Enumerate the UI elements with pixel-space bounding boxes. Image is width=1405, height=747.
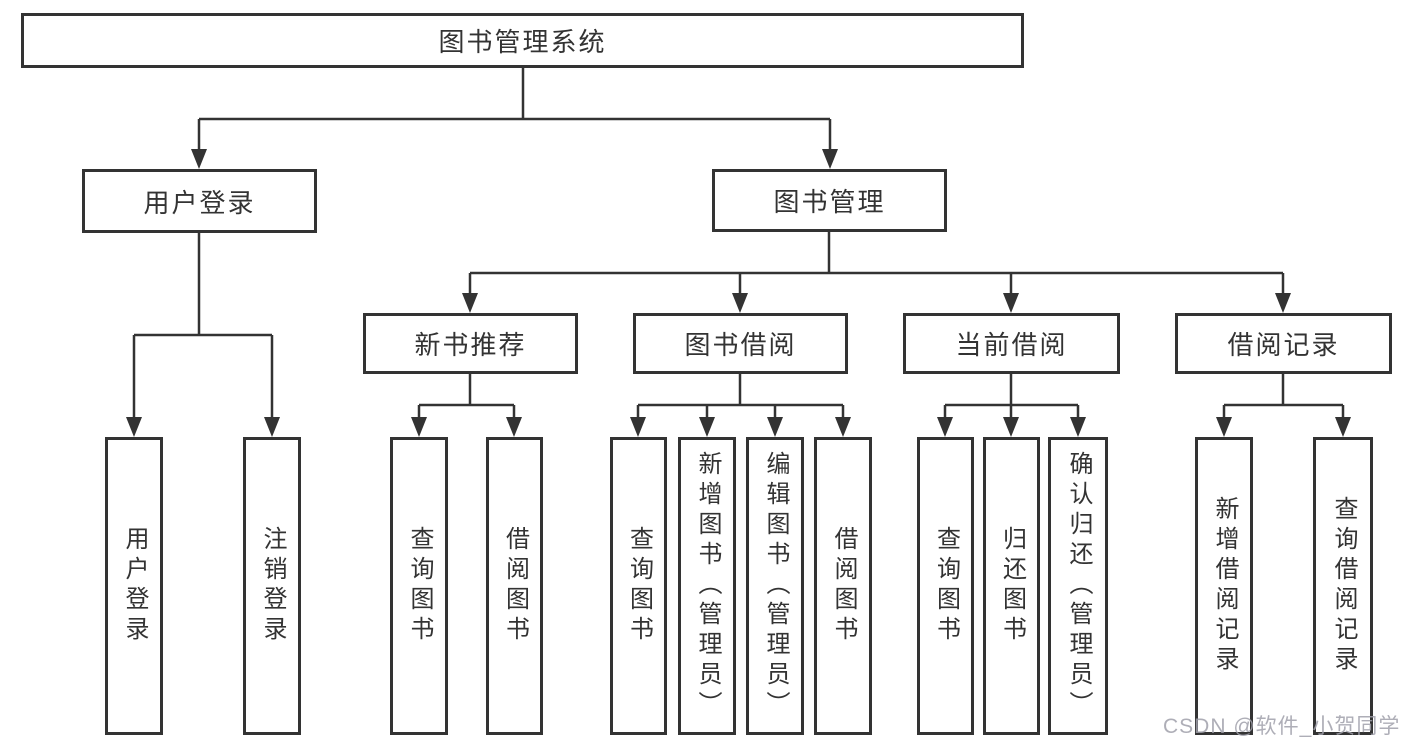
leaf-user-login-label: 用户登录 — [121, 526, 148, 646]
connector-new-book-recommend — [417, 374, 516, 417]
leaf-user-login: 用户登录 — [105, 437, 163, 735]
arrowheads-current-borrowing-leaves — [937, 417, 1086, 437]
leaf-borrow-books-recommend: 借阅图书 — [486, 437, 543, 735]
connector-current-borrowing — [943, 374, 1080, 417]
connector-book-management — [468, 232, 1285, 293]
leaf-confirm-return-admin-label: 确认归还（管理员） — [1065, 451, 1092, 721]
connector-borrowing-records — [1222, 374, 1345, 417]
leaf-query-books-borrowing: 查询图书 — [610, 437, 667, 735]
node-book-borrowing: 图书借阅 — [633, 313, 848, 374]
leaf-query-books-current: 查询图书 — [917, 437, 974, 735]
leaf-edit-books-admin-label: 编辑图书（管理员） — [762, 451, 789, 721]
connector-user-login — [132, 233, 274, 417]
node-new-book-recommend: 新书推荐 — [363, 313, 578, 374]
leaf-add-books-admin: 新增图书（管理员） — [678, 437, 736, 735]
leaf-query-books-borrowing-label: 查询图书 — [625, 526, 653, 646]
arrowheads-level2 — [191, 149, 838, 169]
arrowheads-level3 — [462, 293, 1291, 313]
connector-book-borrowing — [636, 374, 845, 417]
leaf-add-borrow-record: 新增借阅记录 — [1195, 437, 1253, 735]
csdn-watermark: CSDN @软件_小贺同学 — [1163, 715, 1401, 738]
leaf-query-borrow-record: 查询借阅记录 — [1313, 437, 1373, 735]
leaf-borrow-books-recommend-label: 借阅图书 — [501, 526, 529, 646]
leaf-query-borrow-record-label: 查询借阅记录 — [1330, 496, 1357, 676]
leaf-query-books-current-label: 查询图书 — [932, 526, 960, 646]
arrowheads-new-book-leaves — [411, 417, 522, 437]
arrowheads-user-login-leaves — [126, 417, 280, 437]
leaf-return-books-label: 归还图书 — [998, 526, 1026, 646]
leaf-borrow-books: 借阅图书 — [814, 437, 872, 735]
leaf-return-books: 归还图书 — [983, 437, 1040, 735]
leaf-add-borrow-record-label: 新增借阅记录 — [1211, 496, 1238, 676]
node-book-management: 图书管理 — [712, 169, 947, 232]
leaf-confirm-return-admin: 确认归还（管理员） — [1048, 437, 1108, 735]
leaf-logout-label: 注销登录 — [259, 526, 286, 646]
arrowheads-book-borrowing-leaves — [630, 417, 851, 437]
leaf-edit-books-admin: 编辑图书（管理员） — [746, 437, 804, 735]
node-borrowing-records: 借阅记录 — [1175, 313, 1392, 374]
leaf-query-books-recommend-label: 查询图书 — [406, 526, 433, 646]
node-user-login: 用户登录 — [82, 169, 317, 233]
leaf-borrow-books-label: 借阅图书 — [830, 526, 857, 646]
leaf-add-books-admin-label: 新增图书（管理员） — [694, 451, 721, 721]
arrowheads-borrowing-records-leaves — [1216, 417, 1351, 437]
node-root: 图书管理系统 — [21, 13, 1024, 68]
node-current-borrowing: 当前借阅 — [903, 313, 1120, 374]
connector-root — [197, 68, 832, 149]
leaf-logout: 注销登录 — [243, 437, 301, 735]
leaf-query-books-recommend: 查询图书 — [390, 437, 448, 735]
